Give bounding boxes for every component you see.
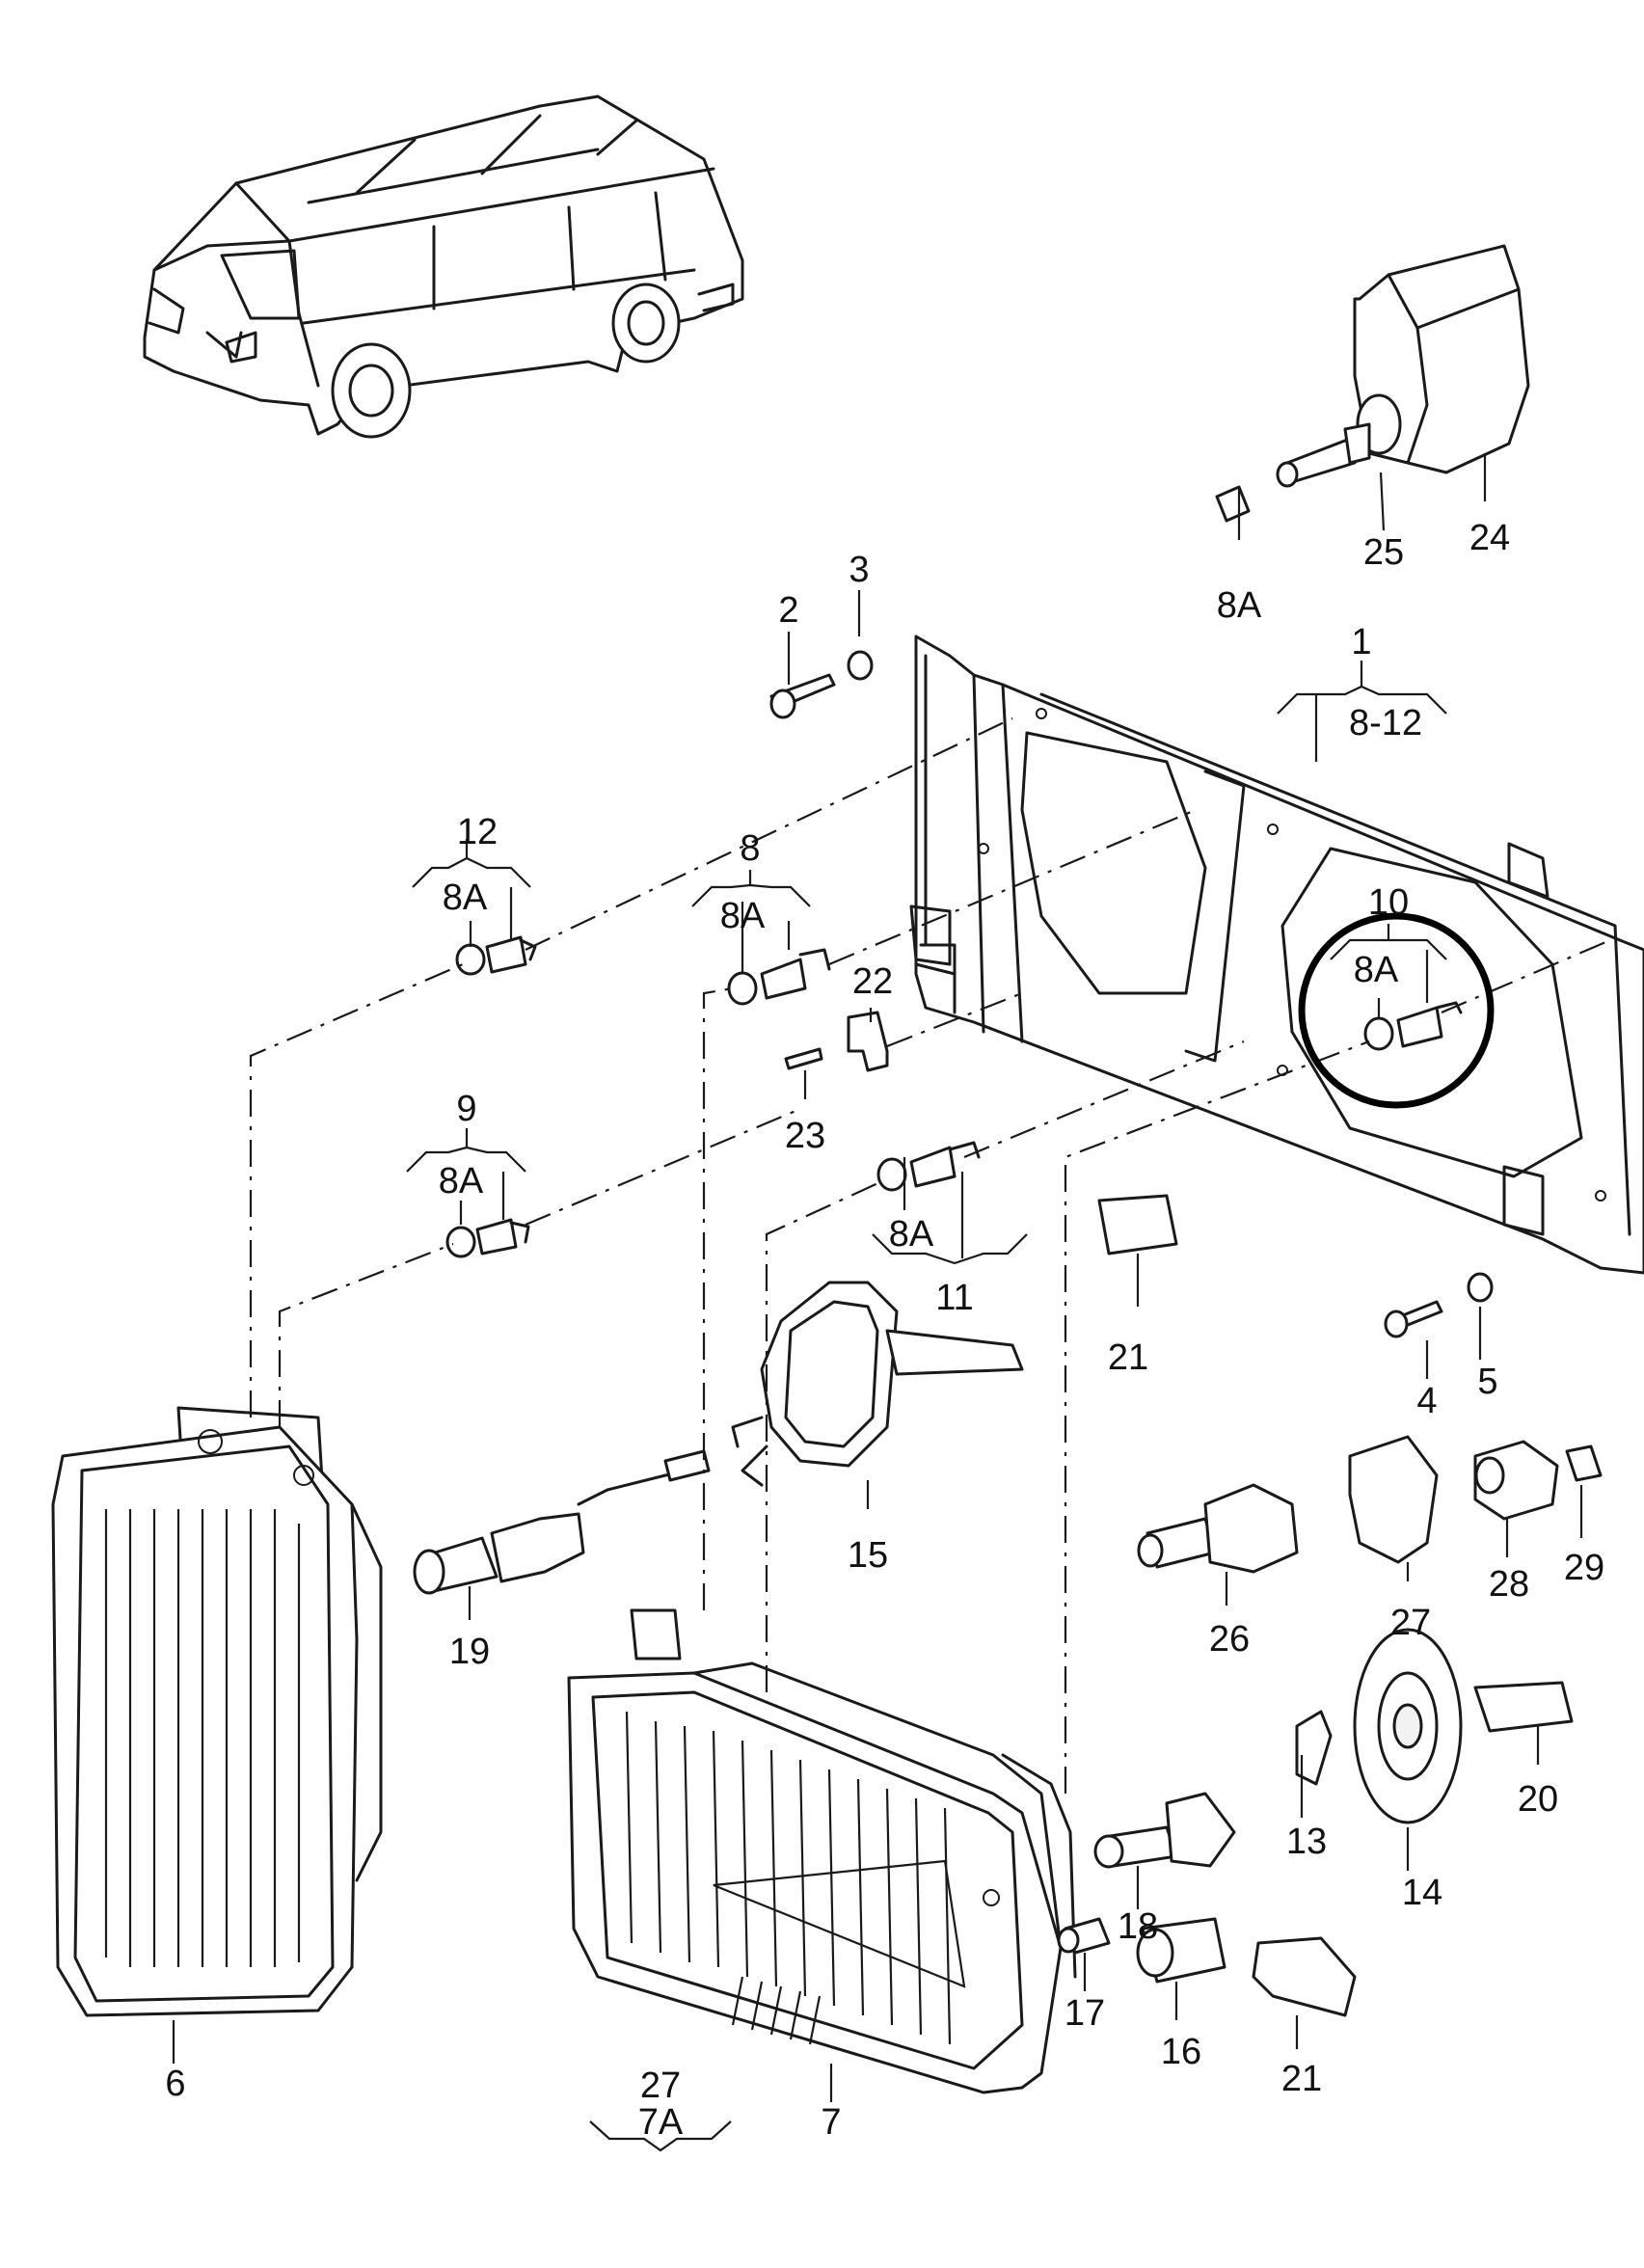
cap-27 [1348, 1435, 1439, 1564]
callout-4: 4 [1416, 1381, 1437, 1421]
callout-14: 14 [1402, 1873, 1442, 1913]
washer-5 [1467, 1272, 1494, 1303]
fog-light-bulb-housing [1215, 244, 1530, 523]
callout-6: 6 [165, 2064, 185, 2104]
callout-27-top: 27 [640, 2066, 681, 2106]
pin-23 [784, 1047, 823, 1070]
adjuster-10 [1363, 1001, 1463, 1051]
callout-24: 24 [1469, 518, 1510, 558]
callout-18: 18 [1118, 1906, 1158, 1947]
callout-13: 13 [1286, 1822, 1327, 1862]
callout-19: 19 [449, 1632, 490, 1672]
bulb-17 [1057, 1917, 1111, 1955]
bulb-26 [1137, 1483, 1299, 1574]
callout-7: 7 [821, 2102, 841, 2143]
callout-16: 16 [1161, 2032, 1201, 2072]
callout-7A: 7A [638, 2102, 684, 2143]
callout-28: 28 [1489, 1564, 1529, 1605]
adjuster-11 [876, 1141, 981, 1192]
callout-12: 12 [457, 812, 498, 852]
screw-4 [1384, 1300, 1443, 1338]
callout-8A-8: 8A [720, 896, 766, 936]
callout-8-12: 8-12 [1349, 703, 1422, 743]
mounting-frame [909, 634, 1644, 1275]
bulb-18 [1093, 1792, 1236, 1869]
callout-8A-12: 8A [443, 878, 488, 918]
callout-26: 26 [1209, 1619, 1250, 1660]
socket-28 [1473, 1440, 1559, 1521]
connector-20 [1473, 1681, 1574, 1733]
callout-8A-11: 8A [889, 1214, 934, 1255]
adjuster-12 [455, 935, 537, 976]
bulb-holder-15 [731, 1281, 1024, 1487]
leader-lines [172, 453, 1583, 2152]
callout-23: 23 [785, 1116, 825, 1156]
fog-lamp-6 [51, 1406, 383, 2017]
callout-25: 25 [1363, 532, 1404, 573]
adjuster-9 [445, 1218, 530, 1258]
callout-15: 15 [848, 1535, 888, 1576]
callout-3: 3 [849, 550, 869, 590]
callout-labels: 1 8-12 2 3 4 5 6 7 7A 27 8 8A 9 8A 10 8A… [165, 518, 1604, 2143]
bulb-19 [413, 1449, 711, 1595]
callout-1: 1 [1351, 622, 1371, 662]
washer-3 [847, 650, 874, 681]
assembly-lines [249, 717, 1611, 1794]
highlight-circle-10 [1298, 912, 1495, 1109]
connector-21-lower [1252, 1936, 1357, 2017]
callout-27: 27 [1390, 1603, 1431, 1643]
callout-9: 9 [456, 1089, 476, 1129]
fog-lamp-lens-ribs [104, 1509, 301, 1967]
van-illustration [143, 94, 744, 439]
headlight-lens-ribs [625, 1711, 966, 2045]
callout-20: 20 [1518, 1779, 1558, 1820]
connector-21-upper [1097, 1194, 1178, 1256]
cap-14 [1353, 1628, 1463, 1824]
adjuster-8 [727, 948, 831, 1006]
bracket-22 [847, 1011, 889, 1072]
callout-8A-10: 8A [1354, 950, 1399, 990]
gasket-29 [1565, 1444, 1603, 1482]
callout-21-lower: 21 [1281, 2059, 1322, 2099]
callout-8A-9: 8A [439, 1161, 484, 1202]
callout-2: 2 [778, 590, 798, 631]
callout-5: 5 [1477, 1362, 1497, 1402]
callout-8: 8 [740, 828, 760, 869]
callout-10: 10 [1368, 882, 1409, 923]
callout-22: 22 [852, 961, 893, 1002]
callout-29: 29 [1564, 1548, 1604, 1588]
headlight-7 [567, 1608, 1077, 2094]
callout-11: 11 [935, 1278, 973, 1318]
callout-8A-top: 8A [1217, 585, 1262, 626]
socket-16 [1136, 1917, 1226, 1984]
callout-17: 17 [1065, 1993, 1105, 2034]
callout-21-upper: 21 [1108, 1337, 1148, 1378]
screw-2 [769, 673, 836, 719]
clip-13 [1295, 1710, 1333, 1786]
